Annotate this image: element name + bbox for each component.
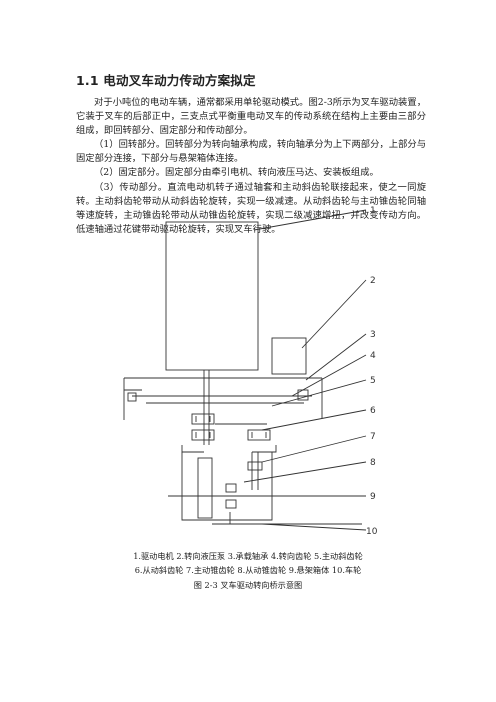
figure-legend-line-2: 6.从动斜齿轮 7.主动锥齿轮 8.从动锥齿轮 9.悬架箱体 10.车轮 [134,565,362,575]
suspension-housing [181,452,273,521]
figure-legend-line-1: 1.驱动电机 2.转向液压泵 3.承载轴承 4.转向齿轮 5.主动斜齿轮 [133,551,363,561]
callout-3: 3 [370,330,376,340]
steering-pump-box [271,337,307,375]
bearing-left [127,392,137,402]
figure-caption: 图 2-3 叉车驱动转向桥示意图 [193,580,303,590]
paragraph-intro: 对于小吨位的电动车辆，通常都采用单轮驱动模式。图2-3所示为叉车驱动装置，它装于… [76,97,426,137]
driven-helical-gear [247,429,271,441]
paragraph-fixed-part: （2）固定部分。固定部分由牵引电机、转向液压马达、安装板组成。 [94,167,379,179]
callout-10: 10 [366,527,378,537]
callout-1: 1 [370,206,376,216]
paragraph-transmission-part: （3）传动部分。直流电动机转子通过轴套和主动斜齿轮联接起来，使之一同旋转。主动斜… [76,181,426,235]
callout-9: 9 [370,492,376,502]
callout-2: 2 [370,276,376,286]
drive-helical-gear [191,413,215,425]
bevel-gear-driven [225,483,237,493]
callout-5: 5 [370,376,376,386]
drive-motor-box [165,221,259,371]
wheel [197,457,213,519]
paragraph-rotating-part: （1）回转部分。回转部分为转向轴承构成，转向轴承分为上下两部分，上部分与固定部分… [76,139,426,165]
drive-axle-diagram: 1 2 3 4 5 6 7 8 9 10 [123,206,378,537]
callout-6: 6 [370,406,376,416]
bevel-gear-drive [247,461,263,471]
body-text: 对于小吨位的电动车辆，通常都采用单轮驱动模式。图2-3所示为叉车驱动装置，它装于… [76,96,426,237]
callout-8: 8 [370,458,376,468]
callout-4: 4 [370,351,376,361]
callout-7: 7 [370,432,376,442]
section-heading: 1.1 电动叉车动力传动方案拟定 [76,73,256,88]
